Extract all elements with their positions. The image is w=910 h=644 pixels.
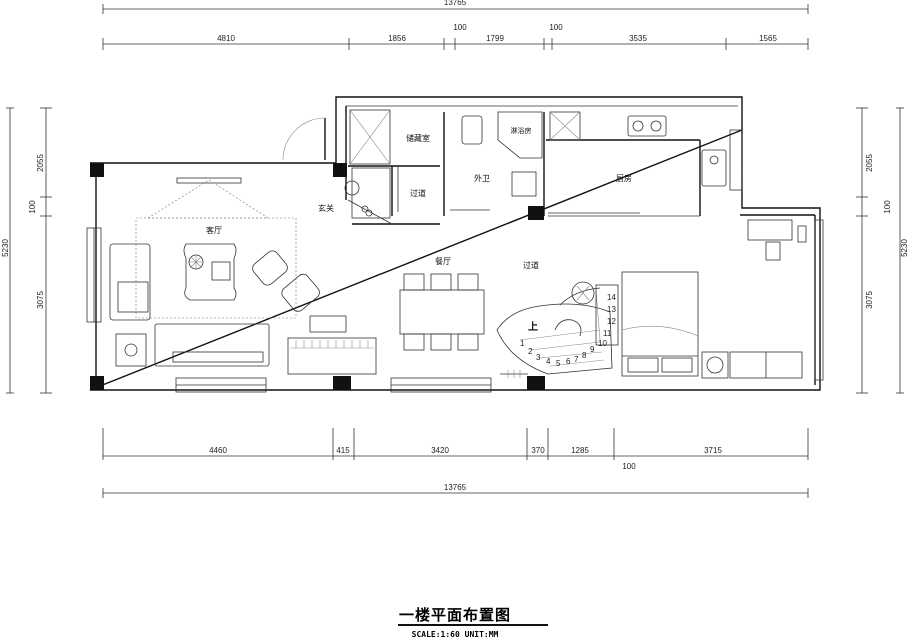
room-label-storage: 储藏室: [406, 133, 430, 143]
dim-bottom-seg: 1285: [571, 446, 589, 455]
bottom-dimensions: 4460 415 3420 370 1285 3715 100 13765: [102, 428, 809, 498]
washing-machine: [701, 351, 729, 379]
bed: [621, 271, 699, 377]
stair-step-number: 3: [536, 353, 541, 362]
room-label-bathroom: 外卫: [474, 173, 490, 183]
stair-up-label: 上: [528, 320, 538, 333]
walls: [86, 96, 824, 393]
dim-top-seg: 1799: [486, 34, 504, 43]
upper-fixtures: [344, 109, 807, 261]
scale-note: SCALE:1:60 UNIT:MM: [411, 630, 499, 639]
room-label-corridor-right: 过道: [523, 260, 539, 270]
stair-step-number: 13: [607, 305, 616, 314]
dim-top-seg: 1565: [759, 34, 777, 43]
room-label-corridor-left: 过道: [410, 188, 426, 198]
structural-columns: [90, 163, 545, 390]
dim-bottom-seg: 415: [336, 446, 350, 455]
cooktop: [627, 115, 667, 137]
stair-step-number: 8: [582, 351, 587, 360]
stair-step-number: 9: [590, 345, 595, 354]
stair-step-number: 2: [528, 347, 533, 356]
room-labels: 客厅 玄关 储藏室 过道 外卫 淋浴房 厨房 餐厅 过道 上: [206, 126, 632, 333]
stair-step-number: 7: [574, 355, 579, 364]
piano: [287, 337, 377, 375]
dim-left-seg: 100: [28, 200, 37, 214]
dim-top-seg: 1856: [388, 34, 406, 43]
dim-bottom-seg: 4460: [209, 446, 227, 455]
tv-cabinet: [176, 177, 242, 184]
dim-bottom-seg: 370: [531, 446, 545, 455]
toilet: [461, 115, 483, 145]
room-label-shower: 淋浴房: [511, 126, 532, 135]
storage-shelf: [349, 109, 391, 165]
dim-right-seg: 2055: [865, 154, 874, 172]
bedroom-furniture: [621, 271, 803, 379]
armchair-left: [109, 243, 151, 321]
dining-furniture: [399, 273, 485, 351]
living-room-furniture: [109, 177, 377, 375]
plant-icon: [344, 180, 360, 196]
dim-top-seg: 4810: [217, 34, 235, 43]
stair-step-number: 12: [607, 317, 616, 326]
side-table: [115, 333, 147, 367]
desk-item: [747, 219, 793, 241]
coffee-table: [183, 243, 237, 301]
room-label-entry: 玄关: [318, 203, 334, 213]
sink: [701, 149, 727, 187]
room-label-living: 客厅: [206, 225, 222, 235]
dim-right-seg: 3075: [865, 291, 874, 309]
shower: [497, 111, 543, 159]
piano-bench: [309, 315, 347, 333]
dim-top-mid-a: 100: [453, 23, 467, 32]
stair-step-number: 10: [598, 339, 607, 348]
stair-step-number: 6: [566, 357, 571, 366]
staircase: 14 13 12 11 10 9 8 7 6 5 4 3 2 1: [496, 281, 619, 378]
lounge-chair: [252, 250, 288, 286]
dim-left-seg: 2055: [36, 154, 45, 172]
dim-bottom-mid: 100: [622, 462, 636, 471]
washbasin: [511, 171, 537, 197]
stair-step-number: 1: [520, 339, 525, 348]
dim-left-seg: 3075: [36, 291, 45, 309]
floor-plan: 13765 100 100 4810 1856 1799 3535 1565 4…: [1, 0, 909, 498]
dim-right-total: 5230: [900, 239, 909, 257]
right-dimensions: 5230 2055 100 3075: [856, 107, 909, 394]
dim-top-total: 13765: [444, 0, 467, 7]
dim-left-total: 5230: [1, 239, 10, 257]
dim-top-seg: 3535: [629, 34, 647, 43]
dim-bottom-total: 13765: [444, 483, 467, 492]
room-label-kitchen: 厨房: [616, 173, 632, 183]
dining-table: [399, 289, 485, 335]
stair-step-number: 5: [556, 359, 561, 368]
lounge-chair: [281, 273, 320, 312]
dim-bottom-seg: 3715: [704, 446, 722, 455]
title-underline: [398, 624, 548, 626]
dim-top-mid-b: 100: [549, 23, 563, 32]
room-label-dining: 餐厅: [435, 257, 451, 266]
sofa: [154, 323, 270, 367]
left-dimensions: 5230 2055 100 3075: [1, 107, 52, 394]
dim-right-seg: 100: [883, 200, 892, 214]
stair-step-number: 14: [607, 293, 616, 302]
dim-bottom-seg: 3420: [431, 446, 449, 455]
drawing-title: 一楼平面布置图: [398, 606, 511, 624]
stair-step-number: 11: [603, 329, 612, 338]
stair-step-number: 4: [546, 357, 551, 366]
top-dimensions: 13765 100 100 4810 1856 1799 3535 1565: [102, 0, 809, 50]
